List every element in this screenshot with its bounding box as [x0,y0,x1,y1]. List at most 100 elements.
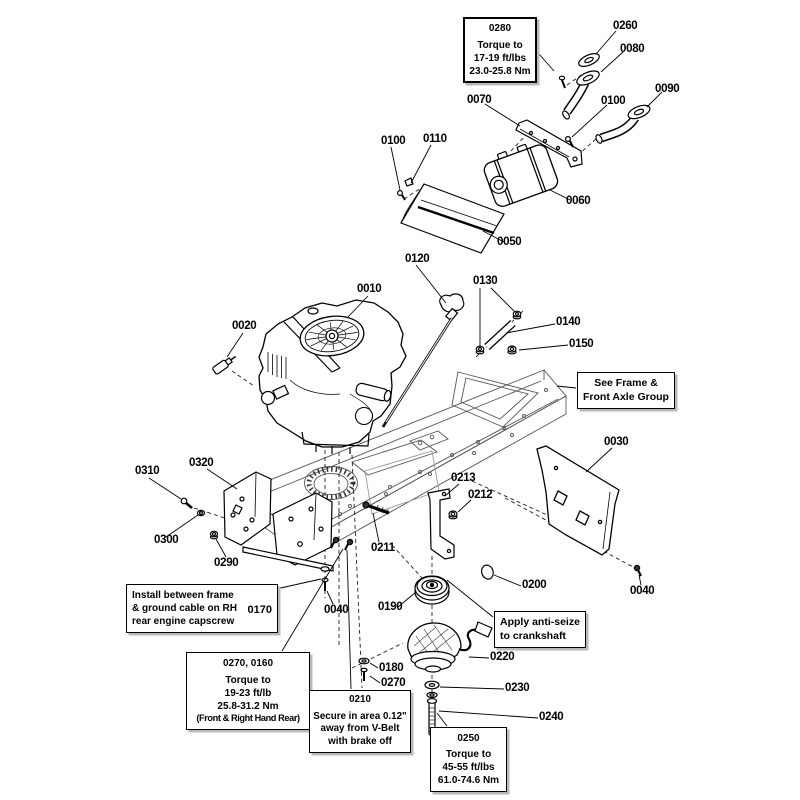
screw-0100-left-icon [397,190,406,201]
part-label-0010: 0010 [357,283,382,295]
callout-line: with brake off [328,736,392,748]
part-label-0230: 0230 [505,682,530,694]
callout-part-number: 0270, 0160 [222,658,274,669]
part-label-0310: 0310 [135,465,160,477]
exhaust-pipe-0080 [562,70,600,120]
part-label-0030: 0030 [604,436,629,448]
clutch-0220 [407,621,493,673]
callout-line: to crankshaft [500,629,566,642]
callout-part-number: 0210 [349,694,371,705]
part-label-0270: 0270 [381,677,406,689]
callout-line: Secure in area 0.12" [313,710,407,722]
washer-above-0040-icon [320,566,330,572]
part-label-0020: 0020 [232,320,257,332]
callout-line: rear engine capscrew [132,616,235,627]
part-label-0290: 0290 [214,557,239,569]
engine-flywheel-fan [299,315,365,357]
callout-torque-0250: 0250 Torque to 45-55 ft/lbs 61.0-74.6 Nm [430,727,507,792]
callout-see-frame: See Frame & Front Axle Group [577,372,675,410]
mount-bracket-0320 [223,471,334,572]
part-label-0100-right: 0100 [601,95,626,107]
washer-0180-icon [358,657,370,665]
screw-0270-icon [360,667,368,681]
part-label-0213: 0213 [451,472,476,484]
nut-0290-icon [209,530,219,540]
exhaust-pipe-0090 [595,104,651,144]
part-label-0100-left: 0100 [381,135,406,147]
part-label-0040-right: 0040 [630,585,655,597]
part-label-0120: 0120 [405,253,430,265]
callout-line: 19-23 ft/lb [224,688,272,699]
part-label-0211: 0211 [371,542,395,554]
bolt-0211-icon [362,501,390,515]
screw-0040-left-icon [321,577,329,591]
part-label-0150: 0150 [569,338,594,350]
nut-0212-icon [448,510,458,520]
part-label-0070: 0070 [467,94,492,106]
callout-line: Torque to [445,749,492,760]
screw-0280-icon [558,75,566,89]
muffler-bracket-0070 [515,119,583,168]
callout-torque-0280: 0280 Torque to 17-19 ft/lbs 23.0-25.8 Nm [463,17,537,83]
part-label-0180: 0180 [379,662,404,674]
callout-line: Torque to [225,675,271,686]
part-label-0080: 0080 [620,43,645,55]
part-label-0040-left: 0040 [324,604,349,616]
spacer-0140 [484,320,516,350]
screw-0310-icon [180,497,193,509]
callout-torque-0270-0160: 0270, 0160 Torque to 19-23 ft/lb 25.8-31… [186,652,310,730]
washer-0300-icon [196,509,206,517]
callout-install-ground: Install between frame & ground cable on … [126,584,278,633]
nut-0130-upper-icon [512,310,522,320]
callout-line: See Frame & [594,377,658,389]
callout-part-number: 0250 [457,733,480,744]
part-label-0060: 0060 [566,195,591,207]
engine-0010 [258,299,407,454]
callout-line: 61.0-74.6 Nm [437,775,500,786]
spark-plug-0020 [212,355,237,375]
callout-line: Apply anti-seize [500,616,580,628]
part-label-0220: 0220 [490,651,515,663]
nut-0130-lower-icon [475,345,485,355]
callout-line: (Front & Right Hand Rear) [196,713,300,723]
callout-line: Torque to [477,40,523,51]
callout-line: 17-19 ft/lbs [473,53,527,64]
callout-anti-seize: Apply anti-seize to crankshaft [494,611,586,649]
capscrews-0160-icon [330,536,354,551]
callout-line: 25.8-31.2 Nm [217,701,279,712]
screw-0040-right-icon [633,564,642,577]
parts-illustrations [180,53,651,738]
callout-line: & ground cable on RH [132,603,237,614]
support-bracket-0213 [427,488,455,560]
pulley-0190 [414,575,450,605]
part-label-0130: 0130 [473,275,498,287]
callout-part-number: 0170 [247,604,272,616]
part-label-0050: 0050 [497,236,522,248]
dipstick-0120 [381,293,465,428]
callout-part-number: 0280 [488,23,512,34]
callout-line: 45-55 ft/lbs [442,762,495,773]
part-label-0240: 0240 [539,711,564,723]
callout-line: away from V-Belt [320,723,400,735]
part-label-0200: 0200 [522,579,547,591]
part-label-0300: 0300 [154,534,179,546]
heat-shield-0050 [400,183,505,254]
callout-secure-0210: 0210 Secure in area 0.12" away from V-Be… [309,690,411,753]
washers-0230-icon [424,680,440,699]
key-0200-icon [481,564,494,580]
callout-line: 23.0-25.8 Nm [469,66,531,77]
callout-line: Install between frame [132,590,234,601]
part-label-0320: 0320 [189,457,214,469]
screw-0100-right-icon [564,136,574,148]
part-label-0090: 0090 [655,83,680,95]
callout-line: Front Axle Group [583,390,669,403]
part-label-0212: 0212 [468,489,493,501]
part-label-0190: 0190 [378,601,403,613]
nut-0150-icon [507,345,517,355]
exhaust-gasket-0260 [578,53,600,67]
part-label-0110: 0110 [423,133,447,145]
pin-0110-icon [404,177,414,187]
part-label-0260: 0260 [613,20,638,32]
muffler-0060 [483,143,559,207]
